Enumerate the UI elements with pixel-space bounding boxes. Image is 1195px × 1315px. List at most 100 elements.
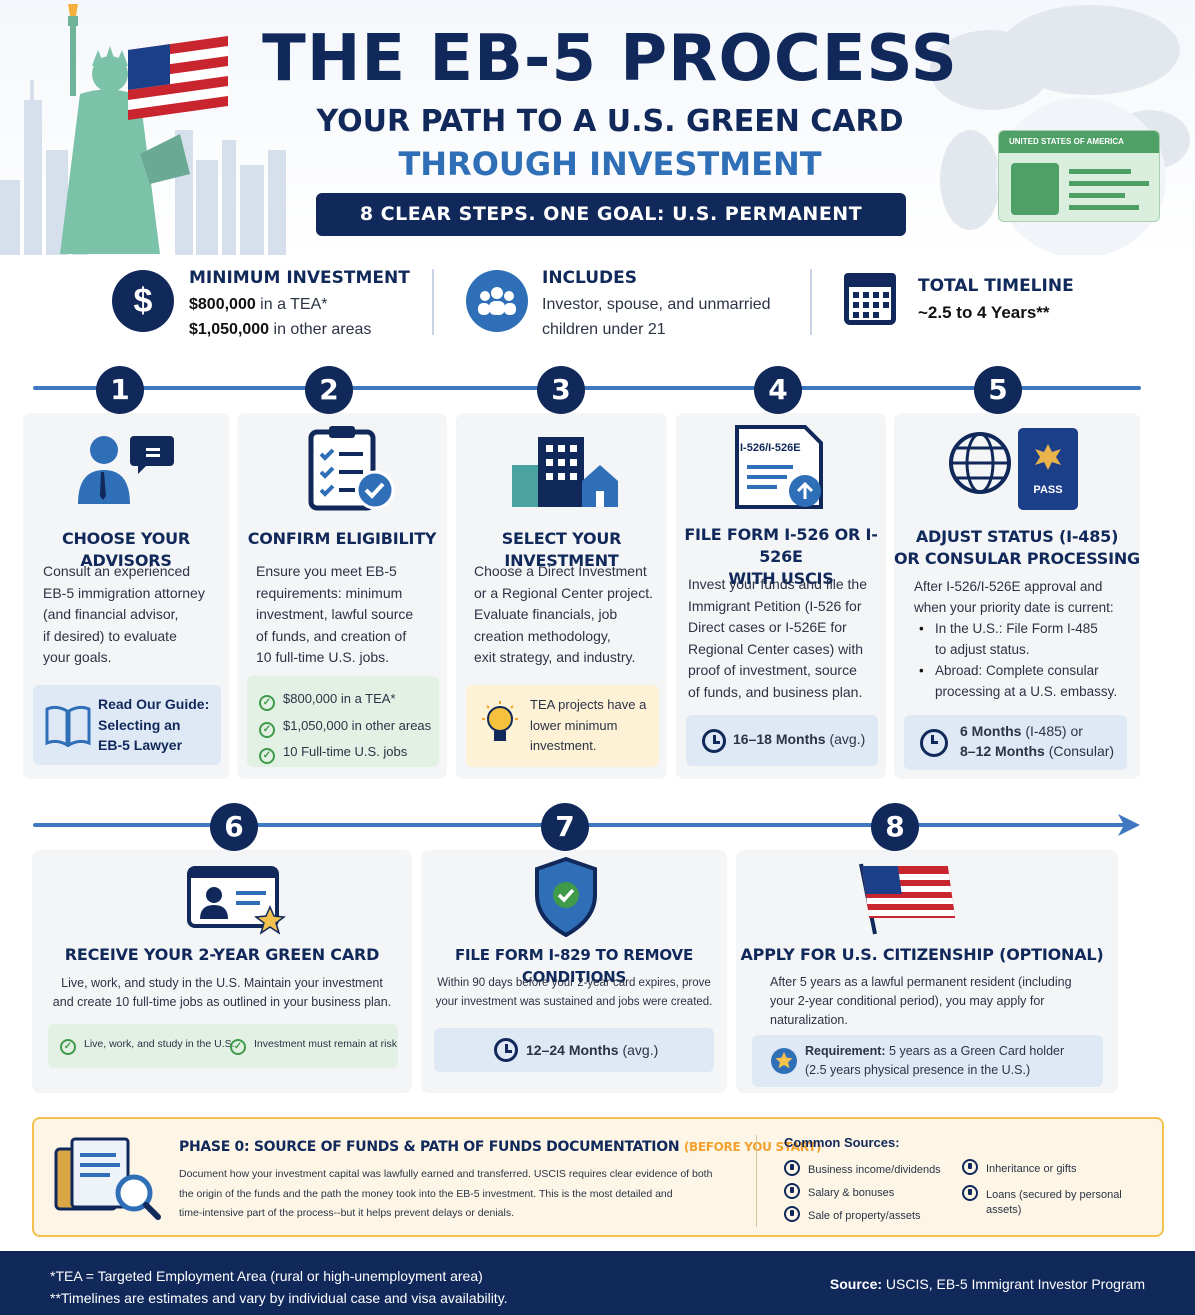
divider bbox=[810, 269, 812, 335]
green-card-header: UNITED STATES OF AMERICA bbox=[999, 131, 1159, 153]
world-map-icon bbox=[930, 5, 1190, 230]
step-number-5: 5 bbox=[974, 366, 1022, 414]
source-credit: Source: USCIS, EB-5 Immigrant Investor P… bbox=[829, 1276, 1145, 1292]
stat-label-investment: MINIMUM INVESTMENT bbox=[189, 268, 410, 288]
footer: *TEA = Targeted Employment Area (rural o… bbox=[0, 1251, 1195, 1315]
calendar-icon bbox=[844, 273, 896, 325]
buildings-icon bbox=[512, 437, 618, 507]
step-number-8: 8 bbox=[871, 803, 919, 851]
footnote-tea: *TEA = Targeted Employment Area (rural o… bbox=[50, 1268, 483, 1284]
page-subtitle-line1: YOUR PATH TO A U.S. GREEN CARD bbox=[316, 104, 904, 139]
citizenship-requirement: Requirement: 5 years as a Green Card hol… bbox=[752, 1035, 1103, 1087]
phase0-title: PHASE 0: SOURCE OF FUNDS & PATH OF FUNDS… bbox=[179, 1139, 822, 1155]
dollar-icon: $ bbox=[112, 270, 174, 332]
book-icon bbox=[45, 705, 91, 747]
hero-header: UNITED STATES OF AMERICA THE EB-5 PROCES… bbox=[0, 0, 1195, 255]
stat-text-timeline: ~2.5 to 4 Years** bbox=[918, 303, 1050, 322]
divider bbox=[756, 1135, 757, 1227]
timeline-line-top bbox=[33, 386, 1141, 390]
step-title-3: SELECT YOUR INVESTMENT bbox=[501, 529, 622, 570]
green-card-checklist: ✓Live, work, and study in the U.S. ✓Inve… bbox=[48, 1024, 398, 1068]
form-label: I-526/I-526E bbox=[740, 442, 801, 454]
page-subtitle-line2: THROUGH INVESTMENT bbox=[398, 145, 822, 183]
check-item: ✓$800,000 in a TEA* bbox=[259, 686, 431, 713]
goal-banner: 8 CLEAR STEPS. ONE GOAL: U.S. PERMANENT … bbox=[316, 193, 906, 255]
sources-list-right: Inheritance or gifts Loans (secured by p… bbox=[962, 1159, 1122, 1218]
globe-icon bbox=[949, 432, 1011, 494]
step-title-8: APPLY FOR U.S. CITIZENSHIP (OPTIONAL) bbox=[740, 945, 1104, 964]
timeline-badge-step7: 12–24 Months (avg.) bbox=[434, 1028, 714, 1072]
clock-icon bbox=[920, 729, 948, 757]
passport-icon: PASS bbox=[1018, 428, 1078, 510]
us-flag-waving-icon bbox=[128, 35, 228, 120]
timeline-badge-step4: 16–18 Months (avg.) bbox=[686, 715, 878, 766]
checklist-icon bbox=[308, 426, 395, 511]
source-item: Sale of property/assets bbox=[784, 1205, 941, 1228]
clock-icon bbox=[494, 1038, 518, 1062]
step-title-1: CHOOSE YOUR ADVISORS bbox=[61, 529, 191, 570]
stat-text-investment-2: $1,050,000 in other areas bbox=[189, 321, 372, 338]
divider bbox=[432, 269, 434, 335]
step-number-1: 1 bbox=[96, 366, 144, 414]
us-flag-icon bbox=[859, 863, 955, 935]
source-item: Salary & bonuses bbox=[784, 1182, 941, 1205]
step-number-7: 7 bbox=[541, 803, 589, 851]
step-number-4: 4 bbox=[754, 366, 802, 414]
passport-label: PASS bbox=[1033, 484, 1063, 496]
page-title: THE EB-5 PROCESS bbox=[262, 22, 958, 96]
stat-label-timeline: TOTAL TIMELINE bbox=[918, 276, 1074, 296]
step-number-6: 6 bbox=[210, 803, 258, 851]
phase0-panel: PHASE 0: SOURCE OF FUNDS & PATH OF FUNDS… bbox=[32, 1117, 1164, 1237]
source-item: Loans (secured by personal bbox=[962, 1185, 1122, 1203]
source-item: Inheritance or gifts bbox=[962, 1159, 1122, 1177]
shield-check-icon bbox=[535, 857, 597, 937]
family-icon bbox=[466, 270, 528, 332]
step-title-2: CONFIRM ELIGIBILITY bbox=[247, 529, 437, 548]
city-skyline-left-icon bbox=[0, 80, 286, 255]
card-photo bbox=[1011, 163, 1059, 215]
check-item: ✓$1,050,000 in other areas bbox=[259, 713, 431, 740]
step-number-2: 2 bbox=[305, 366, 353, 414]
step-title-6: RECEIVE YOUR 2-YEAR GREEN CARD bbox=[64, 945, 380, 964]
check-item: ✓10 Full-time U.S. jobs bbox=[259, 739, 431, 766]
step-text-7: Within 90 days before your 2-year card e… bbox=[435, 977, 713, 1008]
step-text-6: Live, work, and study in the U.S. Mainta… bbox=[52, 976, 392, 1009]
sources-label: Common Sources: bbox=[784, 1135, 900, 1150]
step-title-5: ADJUST STATUS (I-485)OR CONSULAR PROCESS… bbox=[894, 527, 1140, 568]
statue-of-liberty-icon bbox=[60, 4, 190, 254]
advisor-icon bbox=[78, 436, 174, 504]
phase0-text: Document how your investment capital was… bbox=[179, 1168, 713, 1219]
arrow-right-icon bbox=[1118, 814, 1140, 836]
check-item: ✓Live, work, and study in the U.S. bbox=[60, 1038, 235, 1055]
green-card-icon: UNITED STATES OF AMERICA bbox=[998, 130, 1160, 222]
source-item: Business income/dividends bbox=[784, 1159, 941, 1182]
stat-text-investment-1: $800,000 in a TEA* bbox=[189, 296, 328, 313]
form-icon: I-526/I-526E bbox=[735, 425, 825, 511]
step-text-8: After 5 years as a lawful permanent resi… bbox=[770, 975, 1072, 1027]
stat-label-includes: INCLUDES bbox=[542, 268, 638, 288]
lightbulb-icon bbox=[482, 701, 518, 741]
clock-icon bbox=[702, 729, 726, 753]
timeline-badge-step5: 6 Months (I-485) or 8–12 Months (Consula… bbox=[904, 715, 1127, 770]
eligibility-checklist: ✓$800,000 in a TEA* ✓$1,050,000 in other… bbox=[247, 676, 439, 767]
star-badge-icon bbox=[771, 1048, 797, 1074]
stat-text-includes-1: Investor, spouse, and unmarried bbox=[542, 296, 771, 313]
document-search-icon bbox=[54, 1137, 161, 1220]
check-item: ✓Investment must remain at risk bbox=[230, 1038, 397, 1055]
step-title-7: FILE FORM I-829 TO REMOVE CONDITIONS bbox=[454, 946, 694, 986]
footnote-timelines: **Timelines are estimates and vary by in… bbox=[50, 1290, 508, 1306]
sources-list-left: Business income/dividends Salary & bonus… bbox=[784, 1159, 941, 1228]
stat-text-includes-2: children under 21 bbox=[542, 321, 666, 338]
footnotes: *TEA = Targeted Employment Area (rural o… bbox=[50, 1265, 508, 1309]
step-number-3: 3 bbox=[537, 366, 585, 414]
green-card-icon bbox=[187, 866, 286, 935]
